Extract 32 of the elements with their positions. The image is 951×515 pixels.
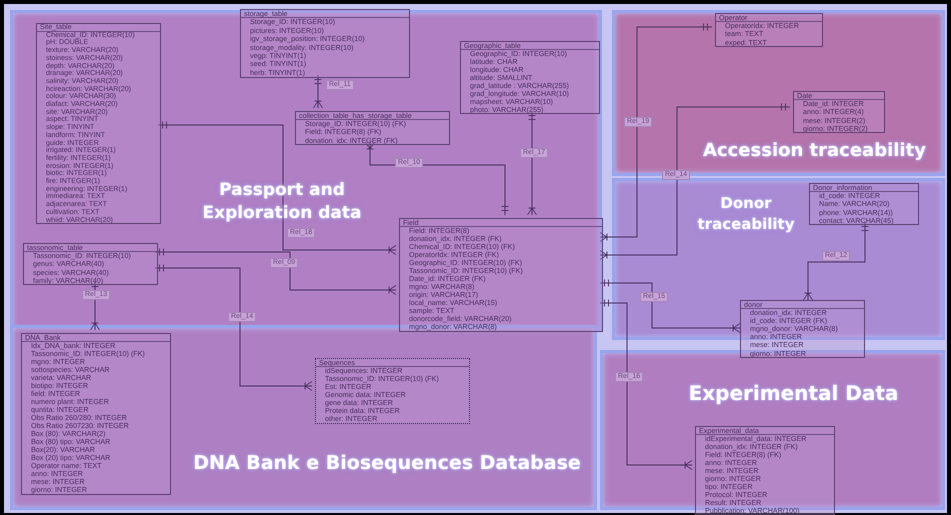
entity-table <box>295 111 450 145</box>
entity-table <box>793 91 885 133</box>
entity-table <box>399 218 603 332</box>
relationship-line <box>600 280 740 333</box>
relationship-line <box>365 142 508 216</box>
entity-table <box>36 23 161 224</box>
section-panel <box>612 178 945 340</box>
relationship-line <box>154 248 396 295</box>
section-title: Accession traceability <box>702 139 927 163</box>
section-title: DNA Bank e Biosequences Database <box>192 451 582 476</box>
section-title: Donor traceability <box>696 193 796 235</box>
relationship-line <box>600 24 712 242</box>
section-panel <box>10 325 597 510</box>
relationship-line <box>90 282 100 330</box>
entity-table <box>240 9 410 78</box>
relationship-line <box>158 122 396 255</box>
entity-table <box>715 13 823 47</box>
relationship-line <box>803 222 868 300</box>
entity-table <box>460 41 600 114</box>
entity-table <box>23 243 158 285</box>
entity-table <box>695 426 835 515</box>
section-title: Experimental Data <box>688 380 900 407</box>
relationship-line <box>313 74 323 108</box>
section-panel <box>612 10 945 176</box>
relationship-line <box>527 110 537 216</box>
entity-table <box>809 183 919 225</box>
relationship-line <box>600 300 692 470</box>
section-panel <box>10 10 602 332</box>
relationship-line <box>600 104 790 260</box>
entity-table <box>21 333 171 495</box>
entity-table <box>315 358 470 424</box>
relationship-line <box>154 264 312 391</box>
